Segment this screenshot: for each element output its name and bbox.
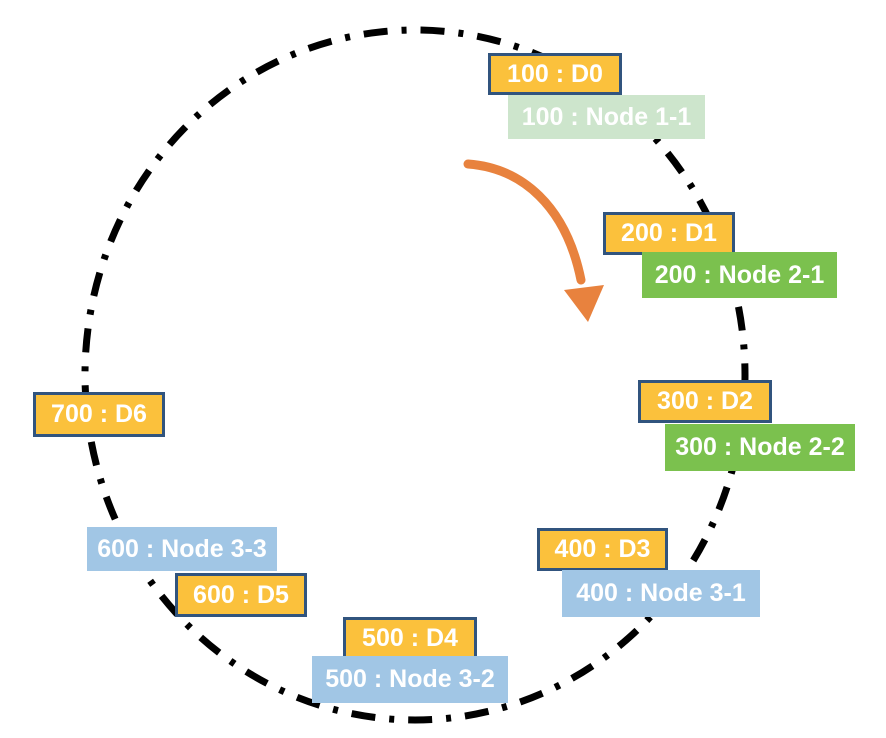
label-d5: 600 : D5 (175, 573, 307, 617)
label-d3: 400 : D3 (537, 528, 668, 571)
label-node-3-3: 600 : Node 3-3 (87, 527, 277, 571)
label-d1: 200 : D1 (603, 212, 735, 255)
label-d0: 100 : D0 (488, 53, 622, 95)
label-node-1-1: 100 : Node 1-1 (508, 95, 705, 139)
label-node-3-2: 500 : Node 3-2 (312, 656, 508, 703)
clockwise-arrow-head (564, 285, 604, 322)
hash-ring-circle (81, 26, 749, 724)
label-node-3-1: 400 : Node 3-1 (562, 570, 760, 617)
label-node-2-1: 200 : Node 2-1 (642, 252, 837, 298)
label-d2: 300 : D2 (638, 380, 772, 423)
label-d6: 700 : D6 (33, 392, 165, 437)
label-node-2-2: 300 : Node 2-2 (665, 424, 855, 471)
clockwise-arrow (463, 159, 586, 285)
label-d4: 500 : D4 (343, 617, 477, 660)
